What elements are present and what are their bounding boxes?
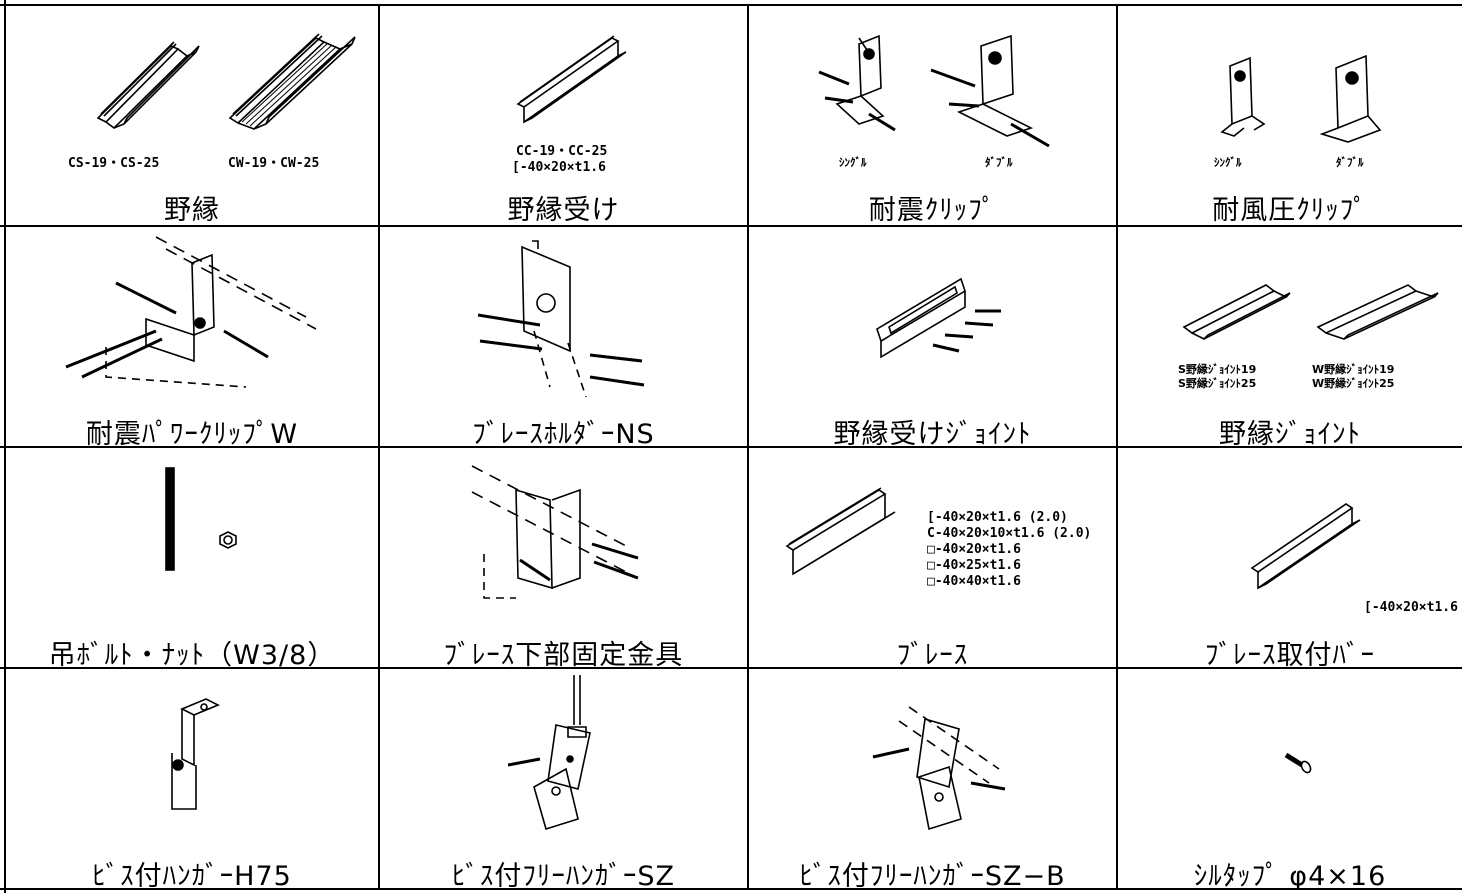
caption-brace: ﾌﾞﾚｰｽ <box>896 640 969 667</box>
caption-nobuchi-uke-joint: 野縁受けｼﾞｮｲﾝﾄ <box>833 419 1032 446</box>
brace-label-4: □-40×25×t1.6 <box>927 558 1021 573</box>
nobuchi-uke-illustration <box>516 35 627 124</box>
caption-brace-bar: ﾌﾞﾚｰｽ取付ﾊﾞｰ <box>1205 640 1375 667</box>
nobuchi-joint-label-w25: W野縁ｼﾞｮｲﾝﾄ25 <box>1312 377 1395 390</box>
shiltap-illustration <box>1284 752 1312 774</box>
nobuchi-joint-label-s19: S野縁ｼﾞｮｲﾝﾄ19 <box>1178 363 1257 376</box>
caption-taishin-power-clip: 耐震ﾊﾟﾜｰｸﾘｯﾌﾟW <box>85 419 299 446</box>
caption-taifuuatsu-clip: 耐風圧ｸﾘｯﾌﾟ <box>1212 195 1368 225</box>
tsuri-bolt-illustration <box>165 467 237 571</box>
brace-label-3: □-40×20×t1.6 <box>927 542 1021 557</box>
nobuchi-uke-joint-illustration <box>876 277 1001 359</box>
nobuchi-joint-illustration <box>1182 284 1439 340</box>
taifuuatsu-clip-label-double: ﾀﾞﾌﾞﾙ <box>1336 156 1364 169</box>
caption-nobuchi-uke: 野縁受け <box>507 195 620 225</box>
brace-holder-illustration <box>477 240 645 398</box>
cell-free-hanger-sz: ﾋﾞｽ付ﾌﾘｰﾊﾝｶﾞｰSZ <box>380 669 747 888</box>
caption-hanger-h75: ﾋﾞｽ付ﾊﾝｶﾞｰH75 <box>92 861 292 888</box>
brace-label-1: [-40×20×t1.6 (2.0) <box>927 510 1068 525</box>
caption-nobuchi: 野縁 <box>164 195 220 225</box>
cell-taishin-clip: ｼﾝｸﾞﾙ ﾀﾞﾌﾞﾙ 耐震ｸﾘｯﾌﾟ <box>749 6 1116 225</box>
brace-bar-illustration <box>1250 503 1361 590</box>
caption-brace-lower: ﾌﾞﾚｰｽ下部固定金具 <box>443 640 684 667</box>
caption-tsuri-bolt: 吊ﾎﾞﾙﾄ・ﾅｯﾄ（W3/8） <box>48 640 336 667</box>
taifuuatsu-clip-label-single: ｼﾝｸﾞﾙ <box>1214 156 1242 169</box>
brace-label-5: □-40×40×t1.6 <box>927 574 1021 589</box>
grid-line <box>0 4 1462 6</box>
caption-free-hanger-szb: ﾋﾞｽ付ﾌﾘｰﾊﾝｶﾞｰSZ−B <box>799 861 1066 888</box>
grid-line <box>378 4 380 889</box>
cell-brace-bar: [-40×20×t1.6 ﾌﾞﾚｰｽ取付ﾊﾞｰ <box>1118 448 1462 667</box>
caption-brace-holder: ﾌﾞﾚｰｽﾎﾙﾀﾞｰNS <box>472 419 655 446</box>
brace-lower-illustration <box>471 465 639 599</box>
cell-brace: [-40×20×t1.6 (2.0) C-40×20×10×t1.6 (2.0)… <box>749 448 1116 667</box>
nobuchi-illustration <box>96 33 356 130</box>
grid-line <box>747 4 749 889</box>
brace-label-2: C-40×20×10×t1.6 (2.0) <box>927 526 1092 541</box>
cell-taifuuatsu-clip: ｼﾝｸﾞﾙ ﾀﾞﾌﾞﾙ 耐風圧ｸﾘｯﾌﾟ <box>1118 6 1462 225</box>
grid-line <box>4 0 6 893</box>
cell-shiltap: ｼﾙﾀｯﾌﾟ φ4×16 <box>1118 669 1462 888</box>
grid-line <box>0 667 1462 669</box>
taishin-power-clip-illustration <box>65 236 317 388</box>
cell-brace-holder: ﾌﾞﾚｰｽﾎﾙﾀﾞｰNS <box>380 227 747 446</box>
caption-shiltap: ｼﾙﾀｯﾌﾟ φ4×16 <box>1193 861 1387 888</box>
cell-taishin-power-clip: 耐震ﾊﾟﾜｰｸﾘｯﾌﾟW <box>6 227 378 446</box>
taishin-clip-label-single: ｼﾝｸﾞﾙ <box>839 156 867 169</box>
brace-bar-label: [-40×20×t1.6 <box>1364 600 1458 615</box>
grid-line <box>1116 4 1118 889</box>
cell-nobuchi-joint: S野縁ｼﾞｮｲﾝﾄ19 S野縁ｼﾞｮｲﾝﾄ25 W野縁ｼﾞｮｲﾝﾄ19 W野縁ｼ… <box>1118 227 1462 446</box>
cell-tsuri-bolt: 吊ﾎﾞﾙﾄ・ﾅｯﾄ（W3/8） <box>6 448 378 667</box>
cell-nobuchi: CS-19・CS-25 CW-19・CW-25 野縁 <box>6 6 378 225</box>
nobuchi-uke-label-cc: CC-19・CC-25 <box>516 144 608 159</box>
grid-line <box>0 225 1462 227</box>
taishin-clip-label-double: ﾀﾞﾌﾞﾙ <box>985 156 1013 169</box>
caption-free-hanger-sz: ﾋﾞｽ付ﾌﾘｰﾊﾝｶﾞｰSZ <box>451 861 676 888</box>
cell-nobuchi-uke: CC-19・CC-25 [-40×20×t1.6 野縁受け <box>380 6 747 225</box>
free-hanger-sz-illustration <box>507 675 591 831</box>
nobuchi-joint-label-s25: S野縁ｼﾞｮｲﾝﾄ25 <box>1178 377 1257 390</box>
nobuchi-label-cs: CS-19・CS-25 <box>68 156 160 171</box>
cell-hanger-h75: ﾋﾞｽ付ﾊﾝｶﾞｰH75 <box>6 669 378 888</box>
caption-taishin-clip: 耐震ｸﾘｯﾌﾟ <box>868 195 997 225</box>
hanger-h75-illustration <box>171 698 220 810</box>
taifuuatsu-clip-illustration <box>1220 54 1382 143</box>
nobuchi-joint-label-w19: W野縁ｼﾞｮｲﾝﾄ19 <box>1312 363 1395 376</box>
caption-nobuchi-joint: 野縁ｼﾞｮｲﾝﾄ <box>1219 419 1361 446</box>
grid-line <box>0 446 1462 448</box>
cell-brace-lower: ﾌﾞﾚｰｽ下部固定金具 <box>380 448 747 667</box>
taishin-clip-illustration <box>818 34 1050 148</box>
cell-free-hanger-szb: ﾋﾞｽ付ﾌﾘｰﾊﾝｶﾞｰSZ−B <box>749 669 1116 888</box>
grid-line <box>0 888 1462 890</box>
free-hanger-szb-illustration <box>872 706 1006 831</box>
brace-illustration <box>785 487 896 576</box>
nobuchi-label-cw: CW-19・CW-25 <box>228 156 320 171</box>
nobuchi-uke-label-channel: [-40×20×t1.6 <box>512 160 606 175</box>
cell-nobuchi-uke-joint: 野縁受けｼﾞｮｲﾝﾄ <box>749 227 1116 446</box>
